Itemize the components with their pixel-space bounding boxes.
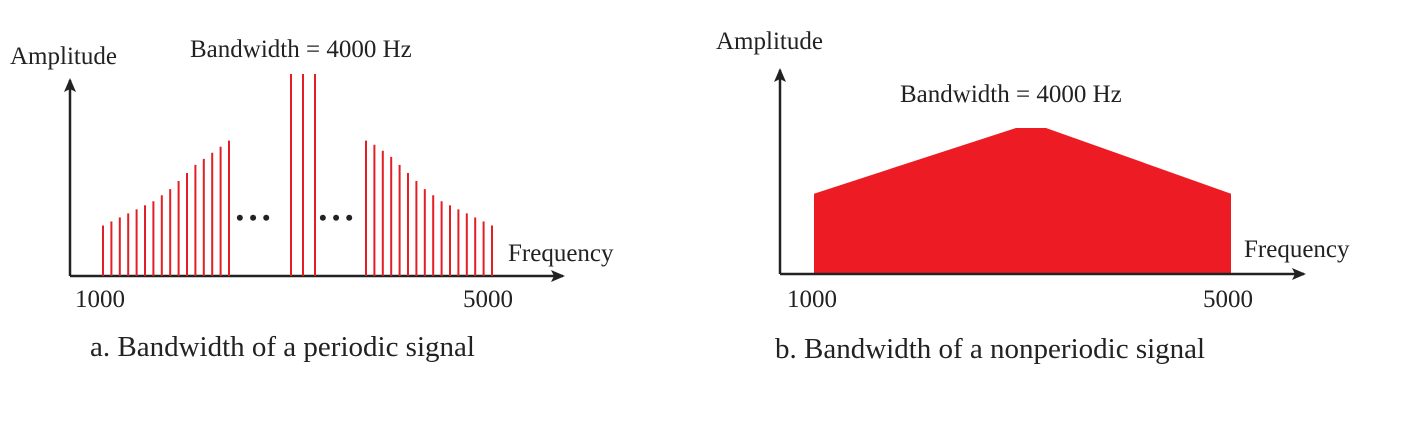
freq-start-label-periodic: 1000 [75,286,125,313]
spectral-lines-center [290,74,316,276]
frequency-label-periodic: Frequency [508,240,614,267]
amplitude-label-periodic: Amplitude [10,43,117,70]
spectrum-envelope [814,128,1231,274]
frequency-label-nonperiodic: Frequency [1244,236,1350,263]
bandwidth-label-nonperiodic: Bandwidth = 4000 Hz [900,81,1122,108]
freq-end-label-periodic: 5000 [463,286,513,313]
ellipsis-left: • • • [236,205,270,230]
ellipsis-right: • • • [319,205,353,230]
caption-periodic: a. Bandwidth of a periodic signal [90,331,475,363]
panel-nonperiodic: Amplitude Bandwidth = 4000 Hz Frequency … [716,28,1350,365]
freq-start-label-nonperiodic: 1000 [787,286,837,313]
bandwidth-label-periodic: Bandwidth = 4000 Hz [190,36,412,63]
freq-end-label-nonperiodic: 5000 [1203,286,1253,313]
spectral-lines-right [365,140,493,276]
panel-periodic: Amplitude Bandwidth = 4000 Hz Frequency … [10,36,614,363]
spectral-lines-left [102,140,230,276]
caption-nonperiodic: b. Bandwidth of a nonperiodic signal [775,333,1205,365]
amplitude-label-nonperiodic: Amplitude [716,28,823,55]
